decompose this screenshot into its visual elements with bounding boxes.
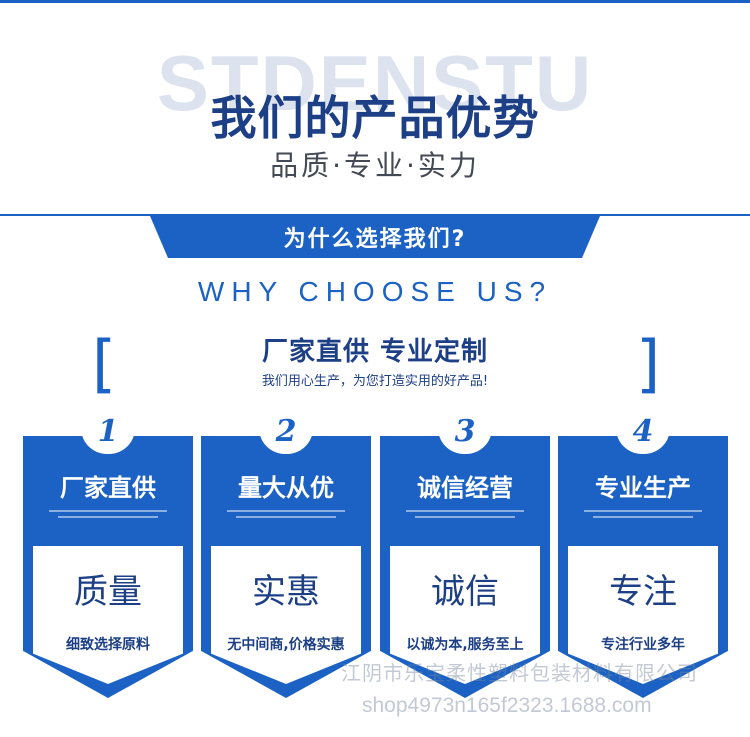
card-inner-panel xyxy=(33,546,183,684)
card-description: 无中间商,价格实惠 xyxy=(227,637,345,653)
card-inner-panel xyxy=(211,546,361,684)
decorative-text-lines xyxy=(380,510,550,522)
card-title: 专业生产 xyxy=(595,474,691,502)
card-description: 细致选择原料 xyxy=(66,637,150,653)
top-accent-line xyxy=(0,0,750,3)
card-number: 3 xyxy=(454,414,476,449)
card-keyword: 诚信 xyxy=(431,572,499,612)
card-inner-panel xyxy=(390,546,540,684)
card-description: 以诚为本,服务至上 xyxy=(406,637,524,653)
page-title: 我们的产品优势 xyxy=(210,91,540,145)
card-keyword: 实惠 xyxy=(252,572,320,612)
decorative-text-lines xyxy=(201,510,371,522)
section-divider xyxy=(0,214,750,216)
left-bracket: [ xyxy=(92,327,117,400)
card-number: 2 xyxy=(275,414,297,449)
card-description: 专注行业多年 xyxy=(601,637,685,653)
card-keyword: 质量 xyxy=(74,572,142,612)
advantage-card-4: 4 专业生产 专注 专注行业多年 xyxy=(558,414,728,698)
background-brand-text: STDENSTU xyxy=(156,39,594,127)
decorative-text-lines xyxy=(558,510,728,522)
card-keyword: 专注 xyxy=(609,572,677,612)
number-tab xyxy=(81,414,135,454)
why-choose-us-heading: WHY CHOOSE US? xyxy=(197,276,553,307)
advantage-card-3: 3 诚信经营 诚信 以诚为本,服务至上 xyxy=(380,414,550,698)
watermark-company: 江阴市乐宝柔性塑料包装材料有限公司 xyxy=(341,663,698,685)
advantage-card-2: 2 量大从优 实惠 无中间商,价格实惠 xyxy=(201,414,371,698)
number-tab xyxy=(438,414,492,454)
advantage-card-1: 1 厂家直供 质量 细致选择原料 xyxy=(23,414,193,698)
card-title: 诚信经营 xyxy=(417,474,513,502)
why-choose-banner: 为什么选择我们? xyxy=(150,216,600,258)
card-number: 4 xyxy=(632,414,654,449)
card-inner-panel xyxy=(568,546,718,684)
factory-slogan: 厂家直供 专业定制 xyxy=(261,337,489,367)
decorative-text-lines xyxy=(23,510,193,522)
right-bracket: ] xyxy=(636,327,661,400)
number-tab xyxy=(259,414,313,454)
card-title: 量大从优 xyxy=(238,474,334,502)
banner-text: 为什么选择我们? xyxy=(283,227,467,252)
page-subtitle: 品质·专业·实力 xyxy=(270,149,480,182)
watermark-shop-url: shop4973n165f2323.1688.com xyxy=(362,694,652,717)
number-tab xyxy=(616,414,670,454)
card-number: 1 xyxy=(97,414,119,449)
factory-slogan-sub: 我们用心生产，为您打造实用的好产品! xyxy=(261,374,489,389)
card-title: 厂家直供 xyxy=(60,474,156,502)
